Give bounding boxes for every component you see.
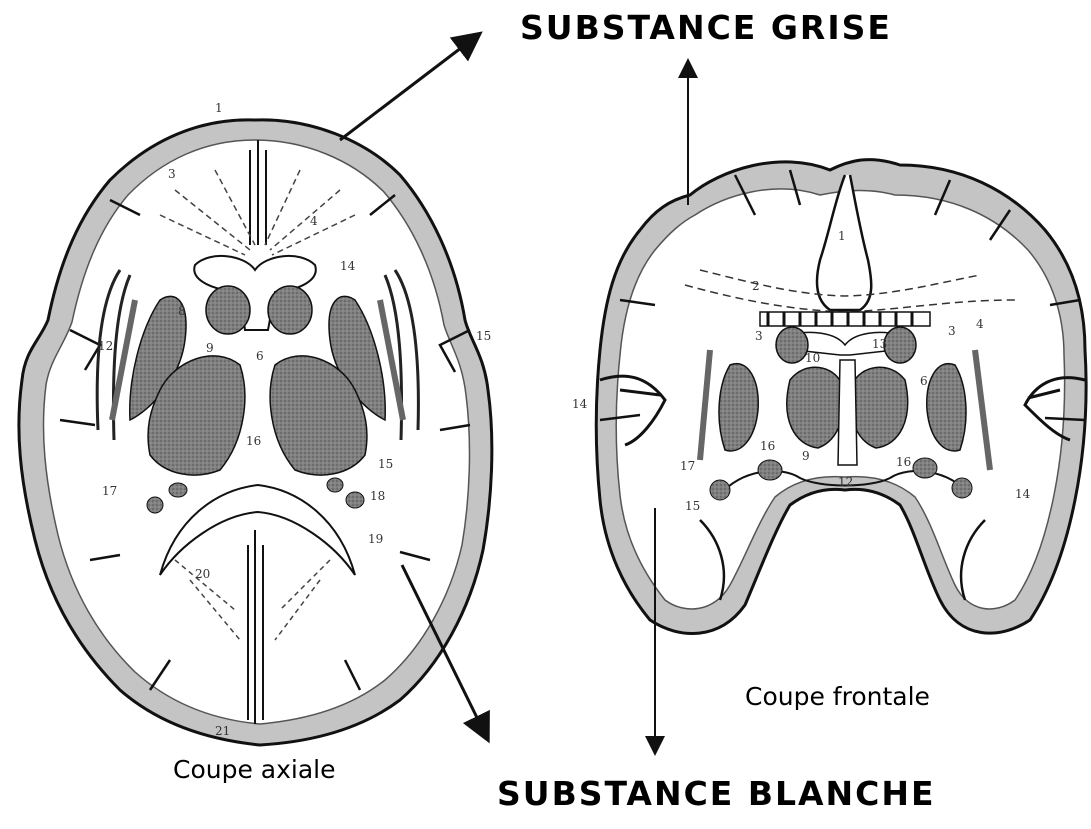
axial-label-19: 19	[368, 532, 383, 546]
axial-label-15b: 15	[378, 457, 393, 471]
frontal-label-16a: 16	[760, 439, 775, 453]
axial-label-15a: 15	[476, 329, 491, 343]
axial-caption: Coupe axiale	[173, 755, 336, 784]
axial-label-18: 18	[370, 489, 385, 503]
frontal-label-14b: 14	[1015, 487, 1031, 501]
axial-label-1: 1	[215, 101, 223, 115]
frontal-label-17: 17	[680, 459, 695, 473]
frontal-section: 1 2 3 3 4 6 9 10 12 13 14 14 15 16 16 17	[572, 160, 1086, 634]
axial-label-3: 3	[168, 167, 176, 181]
axial-section: 1 3 4 6 8 9 12 14 15 15 16 17 18 19 20 2…	[19, 101, 492, 745]
grey-matter-title: SUBSTANCE GRISE	[520, 8, 892, 47]
arrow-axial-to-grise	[340, 35, 478, 140]
axial-label-16: 16	[246, 434, 261, 448]
frontal-label-6: 6	[920, 374, 928, 388]
frontal-label-4: 4	[976, 317, 984, 331]
frontal-label-9: 9	[802, 449, 810, 463]
axial-white-matter	[43, 140, 469, 724]
axial-label-14: 14	[340, 259, 356, 273]
axial-label-8: 8	[178, 304, 186, 318]
axial-label-6: 6	[256, 349, 264, 363]
axial-label-12: 12	[98, 339, 113, 353]
frontal-caption: Coupe frontale	[745, 682, 930, 711]
frontal-label-13: 13	[872, 337, 887, 351]
axial-label-20: 20	[195, 567, 210, 581]
axial-label-21: 21	[215, 724, 230, 738]
frontal-label-2: 2	[752, 279, 760, 293]
axial-caudate-left	[206, 286, 250, 334]
frontal-label-3a: 3	[755, 329, 763, 343]
white-matter-title: SUBSTANCE BLANCHE	[497, 774, 936, 813]
frontal-label-15: 15	[685, 499, 700, 513]
frontal-label-16b: 16	[896, 455, 911, 469]
axial-label-9: 9	[206, 341, 214, 355]
frontal-label-10: 10	[805, 351, 820, 365]
frontal-label-12: 12	[838, 475, 853, 489]
frontal-label-3b: 3	[948, 324, 956, 338]
axial-label-4: 4	[310, 214, 318, 228]
axial-caudate-right	[268, 286, 312, 334]
frontal-label-14a: 14	[572, 397, 588, 411]
axial-label-17: 17	[102, 484, 117, 498]
frontal-label-1: 1	[838, 229, 846, 243]
